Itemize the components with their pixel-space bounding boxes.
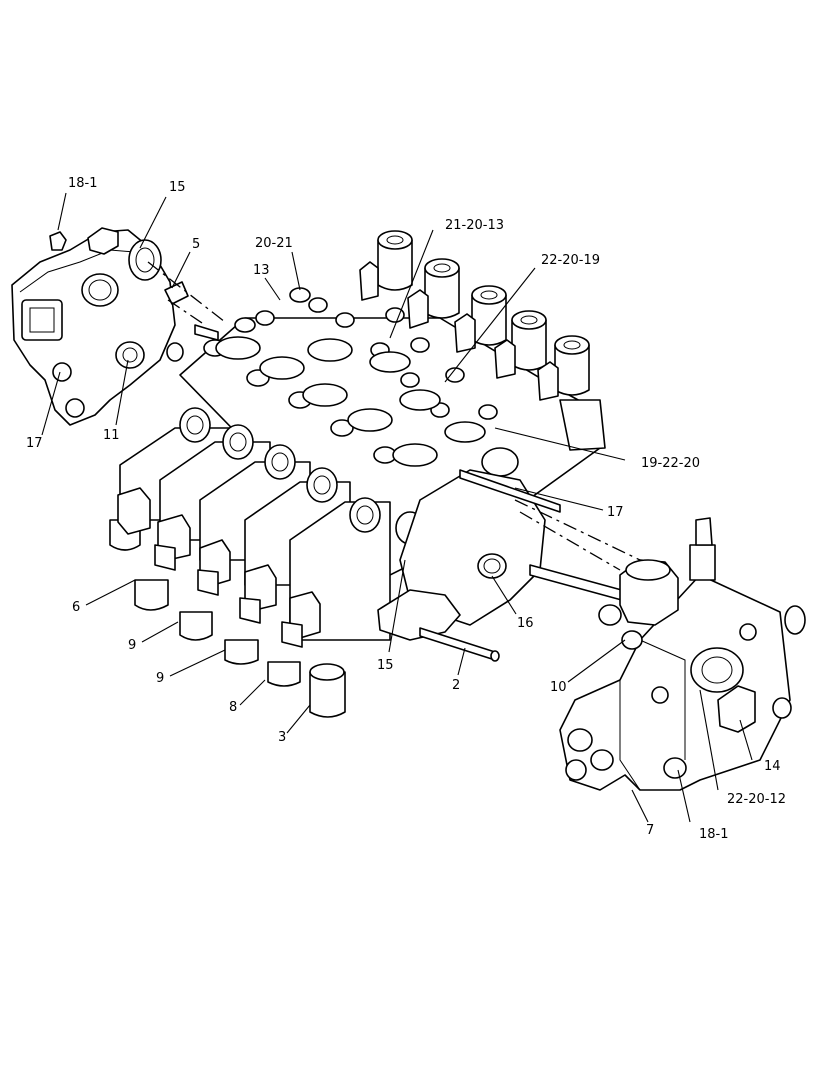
callout-17-left: 17 xyxy=(26,436,43,451)
main-valve-bank xyxy=(119,287,601,641)
callout-20-21: 20-21 xyxy=(255,236,293,251)
callout-labels: 18-1 15 5 20-21 13 21-20-13 22-20-19 17 … xyxy=(26,176,786,842)
right-end-cover xyxy=(559,517,806,791)
callout-10: 10 xyxy=(550,680,567,695)
callout-9-lower: 9 xyxy=(156,671,164,686)
callout-14: 14 xyxy=(764,759,781,774)
callout-11: 11 xyxy=(103,428,120,443)
callout-19-22-20: 19-22-20 xyxy=(641,456,700,471)
callout-16: 16 xyxy=(517,616,534,631)
callout-2: 2 xyxy=(452,678,460,693)
callout-7: 7 xyxy=(646,823,654,838)
callout-18-1-bottom: 18-1 xyxy=(699,827,729,842)
callout-13: 13 xyxy=(253,263,270,278)
callout-17-right: 17 xyxy=(607,505,624,520)
callout-5: 5 xyxy=(192,237,200,252)
large-port xyxy=(690,647,744,693)
spool-bosses xyxy=(179,407,381,533)
upper-solenoids xyxy=(359,230,606,451)
mounting-foot xyxy=(377,589,461,641)
shafts xyxy=(194,324,641,662)
callout-18-1-top: 18-1 xyxy=(68,176,98,191)
callout-8: 8 xyxy=(229,700,237,715)
shaft-2 xyxy=(419,627,496,661)
side-port-upper xyxy=(481,447,519,477)
callout-6: 6 xyxy=(72,600,80,615)
alignment-lines xyxy=(147,261,641,571)
port-16 xyxy=(477,553,507,579)
leader-lines xyxy=(41,192,753,823)
callout-22-20-19: 22-20-19 xyxy=(541,253,600,268)
plug-14 xyxy=(717,685,756,733)
left-end-cover xyxy=(11,227,189,426)
top-ports xyxy=(215,336,486,467)
callout-21-20-13: 21-20-13 xyxy=(445,218,504,233)
callout-15-bottom: 15 xyxy=(377,658,394,673)
callout-3: 3 xyxy=(278,730,286,745)
callout-22-20-12: 22-20-12 xyxy=(727,792,786,807)
lower-solenoids xyxy=(109,487,346,718)
callout-15-top: 15 xyxy=(169,180,186,195)
callout-9-upper: 9 xyxy=(128,638,136,653)
